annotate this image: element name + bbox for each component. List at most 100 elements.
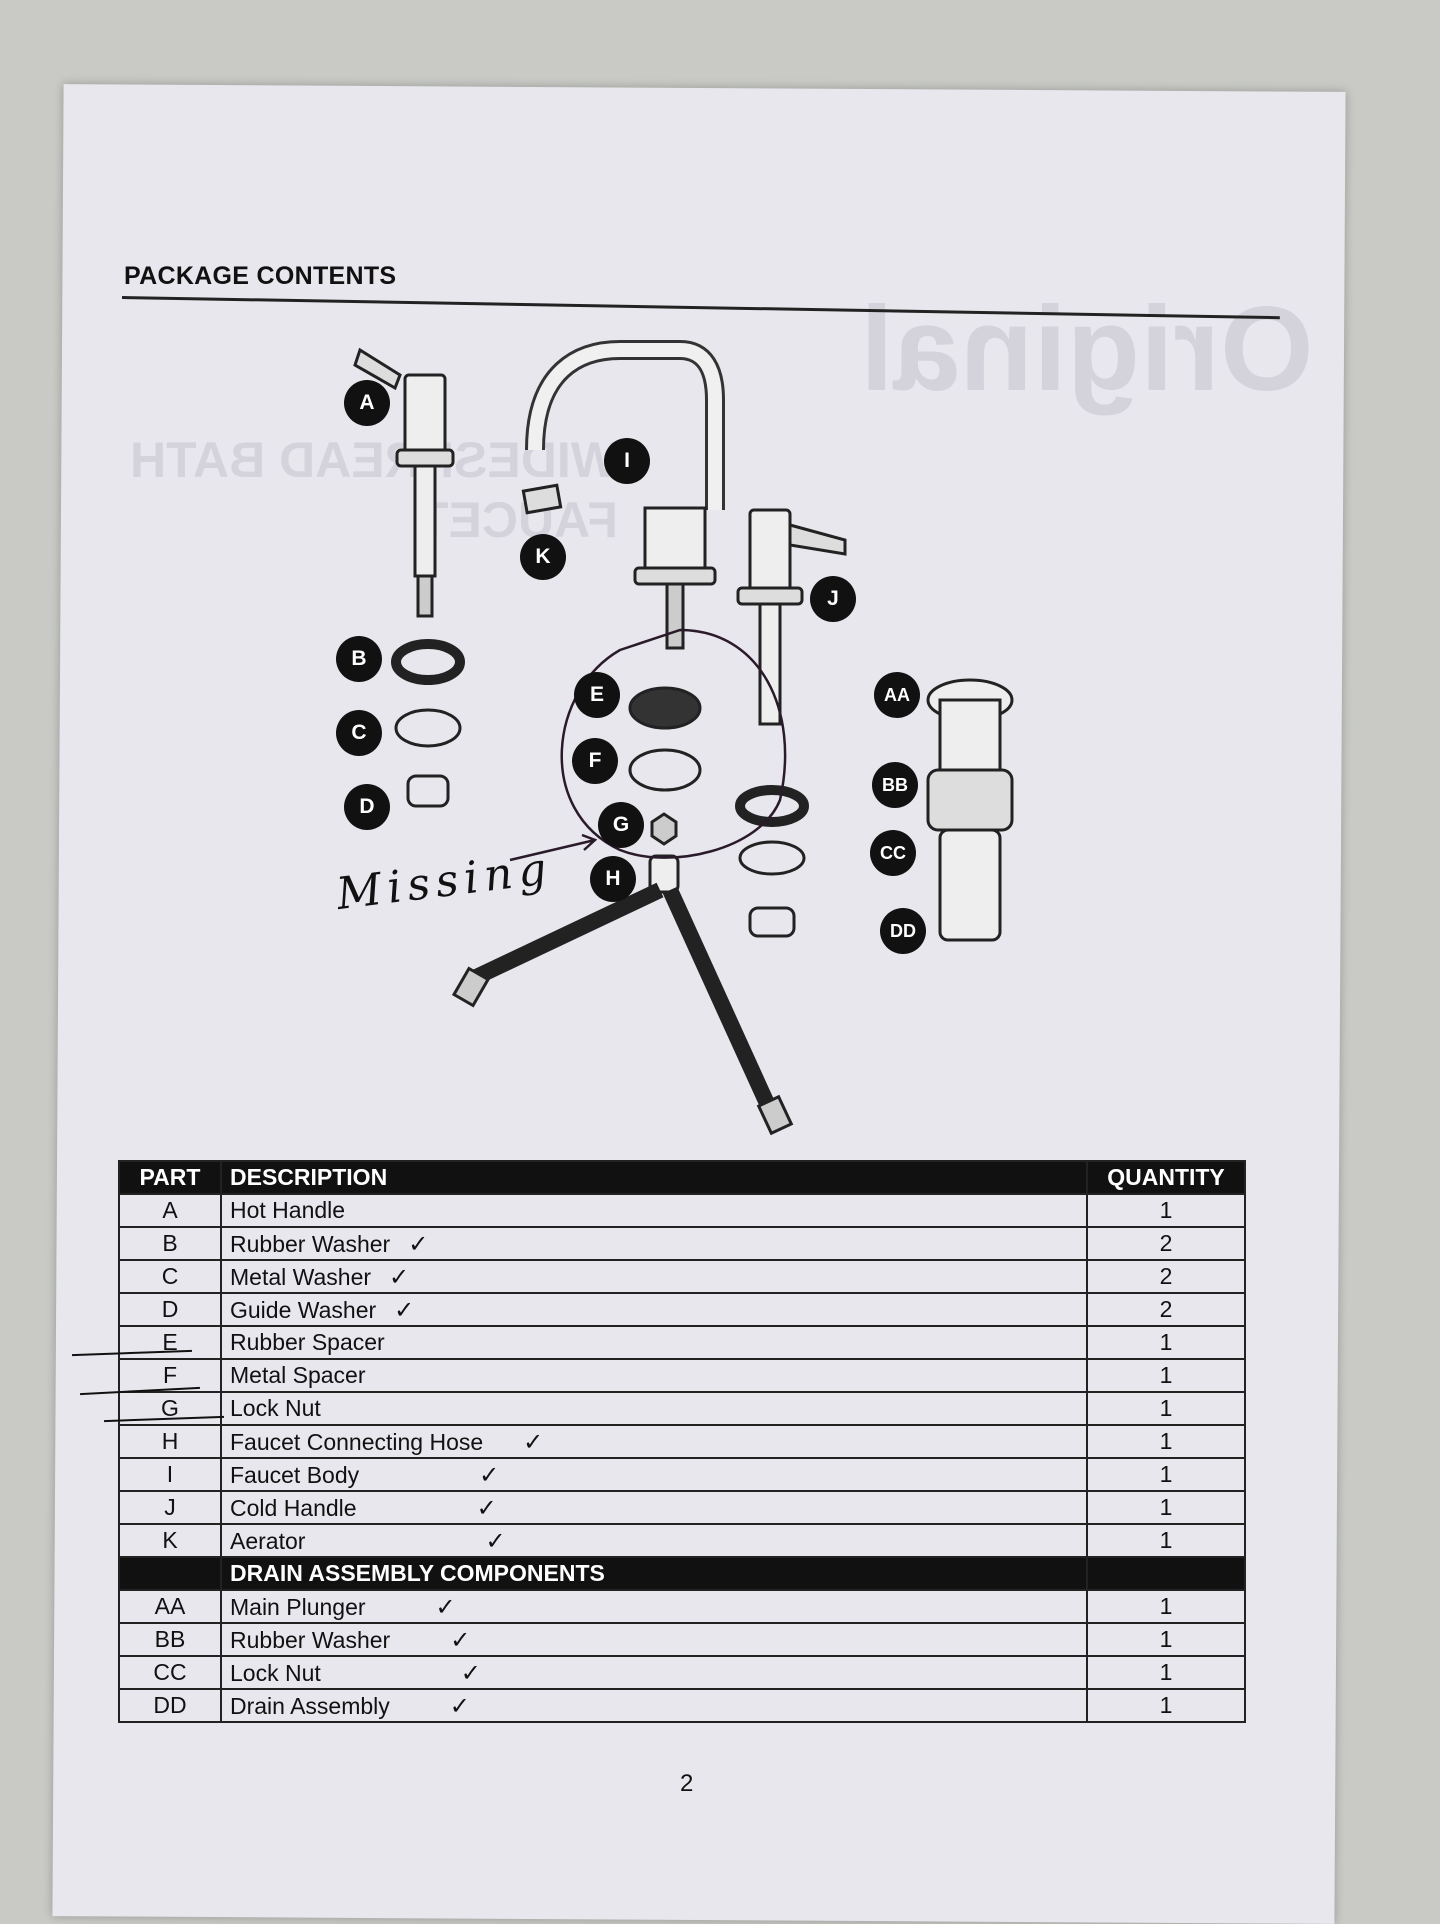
handwritten-arrow — [509, 833, 598, 862]
part-code: J — [118, 1490, 222, 1525]
checkmark-icon: ✓ — [450, 1625, 471, 1654]
part-description: Rubber Spacer — [220, 1325, 1088, 1360]
part-quantity: 2 — [1086, 1259, 1246, 1294]
part-code: B — [118, 1226, 222, 1261]
description-text: Guide Washer — [230, 1296, 377, 1323]
part-description: Hot Handle — [220, 1193, 1088, 1228]
faucet-body-drawing — [521, 340, 725, 650]
part-quantity: 1 — [1086, 1523, 1246, 1558]
part-quantity: 1 — [1086, 1655, 1246, 1690]
part-code: H — [118, 1424, 222, 1459]
header-description: DESCRIPTION — [220, 1160, 1088, 1195]
callout-aa: AA — [874, 672, 920, 718]
header-quantity: QUANTITY — [1086, 1160, 1246, 1195]
part-code: AA — [118, 1589, 222, 1624]
table-row: A Hot Handle 1 — [118, 1193, 1246, 1228]
part-description: Lock Nut ✓ — [220, 1655, 1088, 1690]
cold-handle-drawing — [736, 508, 847, 726]
part-quantity: 1 — [1086, 1325, 1246, 1360]
callout-bb: BB — [872, 762, 918, 808]
part-code: D — [118, 1292, 222, 1327]
handwritten-circle — [560, 628, 787, 859]
description-text: Main Plunger — [230, 1593, 366, 1620]
part-description: Drain Assembly✓ — [220, 1688, 1088, 1723]
part-quantity: 1 — [1086, 1193, 1246, 1228]
checkmark-icon: ✓ — [408, 1229, 429, 1258]
page-number: 2 — [680, 1770, 694, 1797]
header-part: PART — [118, 1160, 222, 1195]
part-code: DD — [118, 1688, 222, 1723]
description-text: Rubber Washer — [230, 1230, 391, 1257]
part-code: A — [118, 1193, 222, 1228]
part-description: Guide Washer✓ — [220, 1292, 1088, 1327]
part-description: Faucet Body✓ — [220, 1457, 1088, 1492]
drain-header-qty — [1086, 1556, 1246, 1591]
checkmark-icon: ✓ — [523, 1427, 544, 1456]
callout-dd: DD — [880, 908, 926, 954]
part-code: E — [118, 1325, 222, 1360]
parts-table: PART DESCRIPTION QUANTITY A Hot Handle 1 B… — [118, 1160, 1246, 1723]
table-row: AA Main Plunger ✓ 1 — [118, 1589, 1246, 1624]
callout-cc: CC — [870, 830, 916, 876]
part-code: I — [118, 1457, 222, 1492]
metal-washer-drawing — [394, 708, 462, 748]
part-description: Cold Handle✓ — [220, 1490, 1088, 1525]
part-quantity: 1 — [1086, 1457, 1246, 1492]
description-text: Hot Handle — [230, 1197, 346, 1223]
rubber-spacer-drawing — [628, 686, 702, 730]
checkmark-icon: ✓ — [460, 1658, 481, 1687]
metal-spacer-drawing — [628, 748, 702, 792]
part-quantity: 1 — [1086, 1688, 1246, 1723]
part-description: Metal Spacer — [220, 1358, 1088, 1393]
checkmark-icon: ✓ — [479, 1460, 500, 1489]
callout-e: E — [574, 672, 620, 718]
part-quantity: 1 — [1086, 1589, 1246, 1624]
part-code: K — [118, 1523, 222, 1558]
part-code: F — [118, 1358, 222, 1393]
part-code: BB — [118, 1622, 222, 1657]
part-code: CC — [118, 1655, 222, 1690]
description-text: Metal Washer — [230, 1263, 372, 1290]
callout-c: C — [336, 710, 382, 756]
checkmark-icon: ✓ — [449, 1691, 470, 1720]
checkmark-icon: ✓ — [389, 1262, 410, 1291]
part-description: Main Plunger ✓ — [220, 1589, 1088, 1624]
description-text: Faucet Connecting Hose — [230, 1428, 484, 1455]
part-description: Aerator✓ — [220, 1523, 1088, 1558]
table-row: CC Lock Nut ✓ 1 — [118, 1655, 1246, 1690]
drain-assembly-drawing — [926, 678, 1014, 942]
description-text: Rubber Washer — [230, 1626, 391, 1653]
part-quantity: 2 — [1086, 1226, 1246, 1261]
description-text: Lock Nut — [230, 1395, 321, 1421]
description-text: Aerator — [230, 1527, 306, 1554]
callout-f: F — [572, 738, 618, 784]
hot-handle-drawing — [353, 347, 455, 618]
description-text: Metal Spacer — [230, 1362, 366, 1388]
table-row: B Rubber Washer ✓ 2 — [118, 1226, 1246, 1261]
drain-header-row: DRAIN ASSEMBLY COMPONENTS — [118, 1556, 1246, 1591]
callout-a: A — [344, 380, 390, 426]
part-quantity: 1 — [1086, 1391, 1246, 1426]
callout-j: J — [810, 576, 856, 622]
callout-h: H — [590, 856, 636, 902]
guide-washer-drawing — [406, 774, 450, 808]
callout-g: G — [598, 802, 644, 848]
callout-b: B — [336, 636, 382, 682]
part-description: Lock Nut — [220, 1391, 1088, 1426]
part-description: Rubber Washer ✓ — [220, 1226, 1088, 1261]
checkmark-icon: ✓ — [435, 1592, 456, 1621]
part-description: Rubber Washer ✓ — [220, 1622, 1088, 1657]
table-header-row: PART DESCRIPTION QUANTITY — [118, 1160, 1246, 1195]
checkmark-icon: ✓ — [476, 1493, 497, 1522]
description-text: Lock Nut — [230, 1659, 321, 1686]
callout-k: K — [520, 534, 566, 580]
